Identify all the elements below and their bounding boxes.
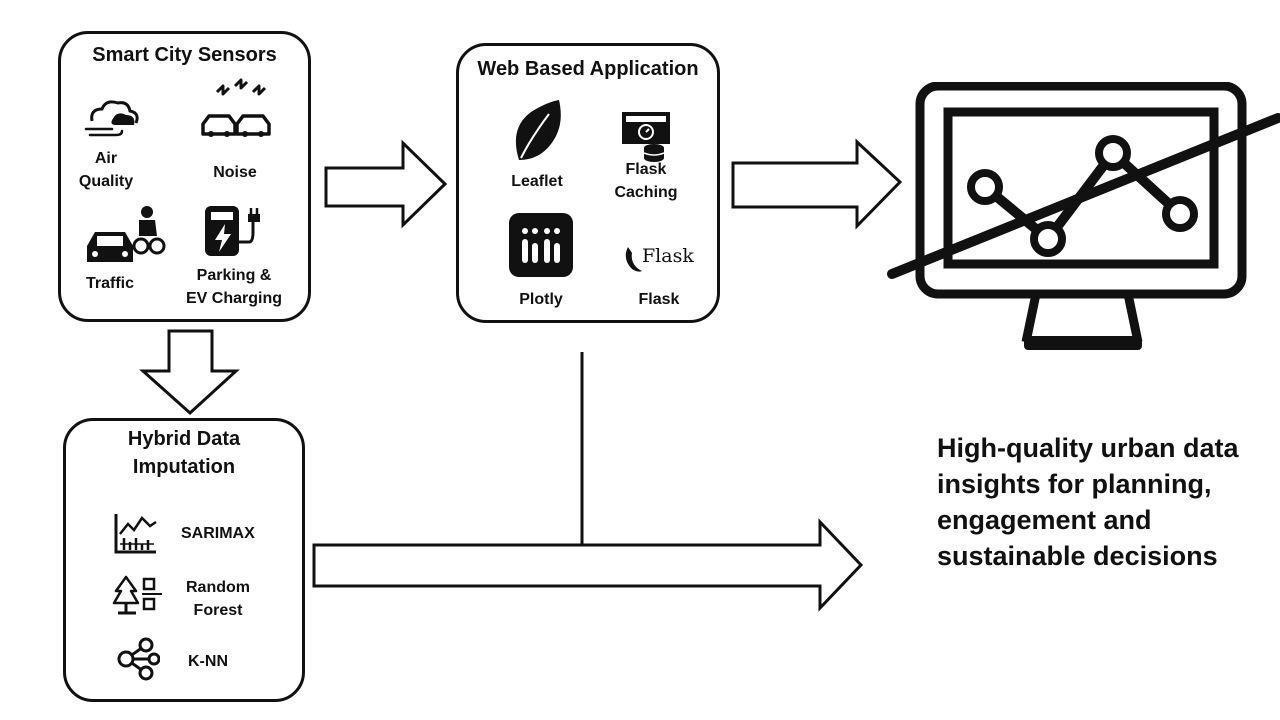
flask-caching-label-1: Flask: [625, 161, 667, 178]
plotly-icon: [509, 213, 573, 277]
outcome-line-3: engagement and: [937, 505, 1152, 535]
leaflet-icon: [515, 100, 561, 160]
flask-caching-icon: [622, 112, 670, 162]
flask-horn-icon: [625, 247, 642, 272]
ev-charging-icon: [205, 206, 260, 256]
imputation-title-1: Hybrid Data: [127, 428, 241, 450]
air-quality-label-1: Air: [94, 150, 118, 167]
flask-caching-label-2: Caching: [614, 184, 678, 201]
random-forest-icon: [112, 575, 162, 615]
arrow-imputation-to-outcome: [312, 518, 864, 612]
arrow-webapp-to-dashboard: [731, 138, 903, 230]
knn-label: K-NN: [188, 653, 228, 670]
random-forest-label-1: Random: [186, 579, 250, 596]
arrow-sensors-to-imputation: [139, 329, 240, 416]
air-quality-icon: [84, 100, 139, 137]
outcome-line-2: insights for planning,: [937, 469, 1212, 499]
parking-label-1: Parking &: [196, 267, 272, 284]
traffic-icon: [87, 206, 166, 262]
sensors-title: Smart City Sensors: [92, 44, 277, 66]
parking-label-2: EV Charging: [185, 290, 282, 307]
traffic-label: Traffic: [85, 275, 134, 292]
outcome-text: High-quality urban data insights for pla…: [937, 430, 1277, 574]
plotly-label: Plotly: [519, 291, 563, 308]
noise-label: Noise: [213, 164, 257, 181]
sarimax-label: SARIMAX: [181, 525, 255, 542]
outcome-line-1: High-quality urban data: [937, 433, 1239, 463]
random-forest-label-2: Forest: [193, 602, 243, 619]
knn-icon: [117, 637, 160, 681]
sarimax-icon: [114, 514, 157, 554]
flask-logo-text: Flask: [642, 245, 694, 267]
arrow-sensors-to-webapp: [324, 139, 448, 229]
sensors-box: Smart City Sensors Air Quality Noise Tra…: [58, 31, 311, 322]
noise-icon: [201, 78, 271, 137]
imputation-box: Hybrid Data Imputation SARIMAX Random Fo…: [63, 418, 305, 702]
webapp-box: Web Based Application Leaflet Flask Cach…: [456, 43, 720, 323]
leaflet-label: Leaflet: [511, 173, 563, 190]
dashboard-monitor-icon: [887, 82, 1280, 350]
outcome-line-4: sustainable decisions: [937, 541, 1218, 571]
flask-label: Flask: [638, 291, 680, 308]
webapp-title: Web Based Application: [477, 58, 699, 80]
flask-logo: Flask: [624, 245, 698, 275]
air-quality-label-2: Quality: [78, 173, 134, 190]
imputation-title-2: Imputation: [132, 456, 236, 478]
